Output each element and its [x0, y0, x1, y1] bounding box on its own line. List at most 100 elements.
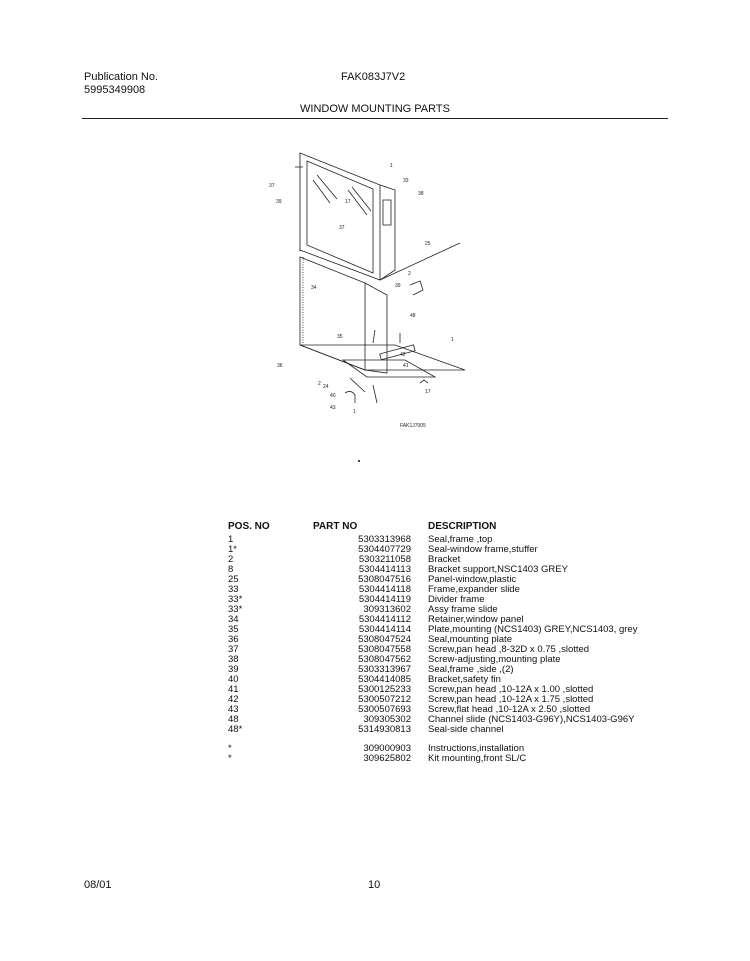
window-panel [299, 256, 366, 371]
description: Panel-window,plastic [428, 574, 517, 585]
table-row: 35 5304414114 Plate,mounting (NCS1403) GRE… [228, 625, 637, 635]
description: Screw-adjusting,mounting plate [428, 654, 561, 665]
svg-text:34: 34 [311, 285, 317, 291]
svg-text:43: 43 [330, 405, 336, 411]
pos-no: 33* [228, 594, 243, 605]
page-number: 10 [368, 879, 381, 891]
part-no: 5304414119 [358, 594, 411, 605]
description: Frame,expander slide [428, 584, 520, 595]
pos-no: 48 [228, 714, 239, 725]
pos-no: 33* [228, 604, 243, 615]
header-part-no: PART NO [313, 521, 358, 532]
pos-no: 25 [228, 574, 239, 585]
section-title: WINDOW MOUNTING PARTS [300, 103, 450, 115]
table-row: * 309000903 Instructions,installation [228, 744, 637, 754]
parts-table-header: POS. NO PART NO DESCRIPTION [228, 522, 637, 535]
svg-text:36: 36 [277, 363, 283, 369]
table-row: 25 5308047516 Panel-window,plastic [228, 575, 637, 585]
svg-text:33: 33 [403, 178, 409, 184]
frame-glint [312, 179, 331, 204]
description: Assy frame slide [428, 604, 498, 615]
part-no: 5308047524 [358, 634, 411, 645]
pos-no: 1 [228, 534, 234, 545]
part-no: 5300125233 [358, 684, 411, 695]
pos-no: * [228, 753, 232, 764]
header-description: DESCRIPTION [428, 521, 497, 532]
part-no: 309000903 [363, 743, 411, 754]
part-no: 5304407729 [358, 544, 411, 555]
part-no: 5304414114 [358, 624, 411, 635]
part-no: 5304414085 [358, 674, 411, 685]
mounting-plate [299, 344, 466, 371]
part-no: 5303313967 [358, 664, 411, 675]
svg-text:1: 1 [451, 337, 454, 343]
part-no: 309305302 [363, 714, 411, 725]
svg-text:40: 40 [330, 393, 336, 399]
pos-no: * [228, 743, 232, 754]
svg-text:1: 1 [353, 409, 356, 415]
description: Instructions,installation [428, 743, 525, 754]
part-no: 5300507693 [358, 704, 411, 715]
part-no: 309625802 [363, 753, 411, 764]
part-no: 5304414113 [358, 564, 411, 575]
description: Screw,flat head ,10-12A x 2.50 ,slotted [428, 704, 591, 715]
table-row: 48* 5314930813 Seal-side channel [228, 725, 637, 735]
part-no: 5314930813 [358, 724, 411, 735]
table-row: 48 309305302 Channel slide (NCS1403-G96Y),… [228, 715, 637, 725]
part-no: 309313602 [363, 604, 411, 615]
upper-frame [299, 152, 381, 281]
description: Seal-side channel [428, 724, 504, 735]
description: Screw,pan head ,10-12A x 1.00 ,slotted [428, 684, 594, 695]
pos-no: 39 [228, 664, 239, 675]
pos-no: 1* [228, 544, 237, 555]
pos-no: 35 [228, 624, 239, 635]
pos-no: 48* [228, 724, 243, 735]
description: Channel slide (NCS1403-G96Y),NCS1403-G96… [428, 714, 635, 725]
table-row: 33 5304414118 Frame,expander slide [228, 585, 637, 595]
part-no: 5308047562 [358, 654, 411, 665]
part-no: 5303313968 [358, 534, 411, 545]
pos-no: 41 [228, 684, 239, 695]
pos-no: 36 [228, 634, 239, 645]
description: Screw,pan head ,8-32D x 0.75 ,slotted [428, 644, 590, 655]
description: Bracket [428, 554, 461, 565]
pos-no: 40 [228, 674, 239, 685]
part-no: 5304414118 [358, 584, 411, 595]
pos-no: 42 [228, 694, 239, 705]
header-pos-no: POS. NO [228, 521, 270, 532]
table-row: 1* 5304407729 Seal-window frame,stuffer [228, 545, 637, 555]
diagram-drawing: 1 33 38 37 39 17 37 25 2 34 39 48 35 1 4… [269, 152, 466, 429]
svg-text:39: 39 [395, 283, 401, 289]
table-row: 43 5300507693 Screw,flat head ,10-12A x 2.… [228, 705, 637, 715]
pos-no: 33 [228, 584, 239, 595]
table-row: 1 5303313968 Seal,frame ,top [228, 535, 637, 545]
description: Seal-window frame,stuffer [428, 544, 538, 555]
svg-text:39: 39 [276, 199, 282, 205]
publication-number: 5995349908 [84, 84, 146, 96]
part-no: 5304414112 [358, 614, 411, 625]
diagram-code: FAK1J7005 [400, 423, 426, 429]
svg-text:35: 35 [337, 334, 343, 340]
part-no: 5308047516 [358, 574, 411, 585]
description: Plate,mounting (NCS1403) GREY,NCS1403, g… [428, 624, 638, 635]
description: Seal,frame ,top [428, 534, 493, 545]
model-number: FAK083J7V2 [341, 71, 406, 83]
publication-label: Publication No. [84, 71, 158, 83]
pos-no: 37 [228, 644, 239, 655]
svg-text:37: 37 [269, 183, 275, 189]
pos-no: 43 [228, 704, 239, 715]
svg-text:48: 48 [410, 313, 416, 319]
pos-no: 34 [228, 614, 239, 625]
svg-text:24: 24 [323, 384, 329, 390]
